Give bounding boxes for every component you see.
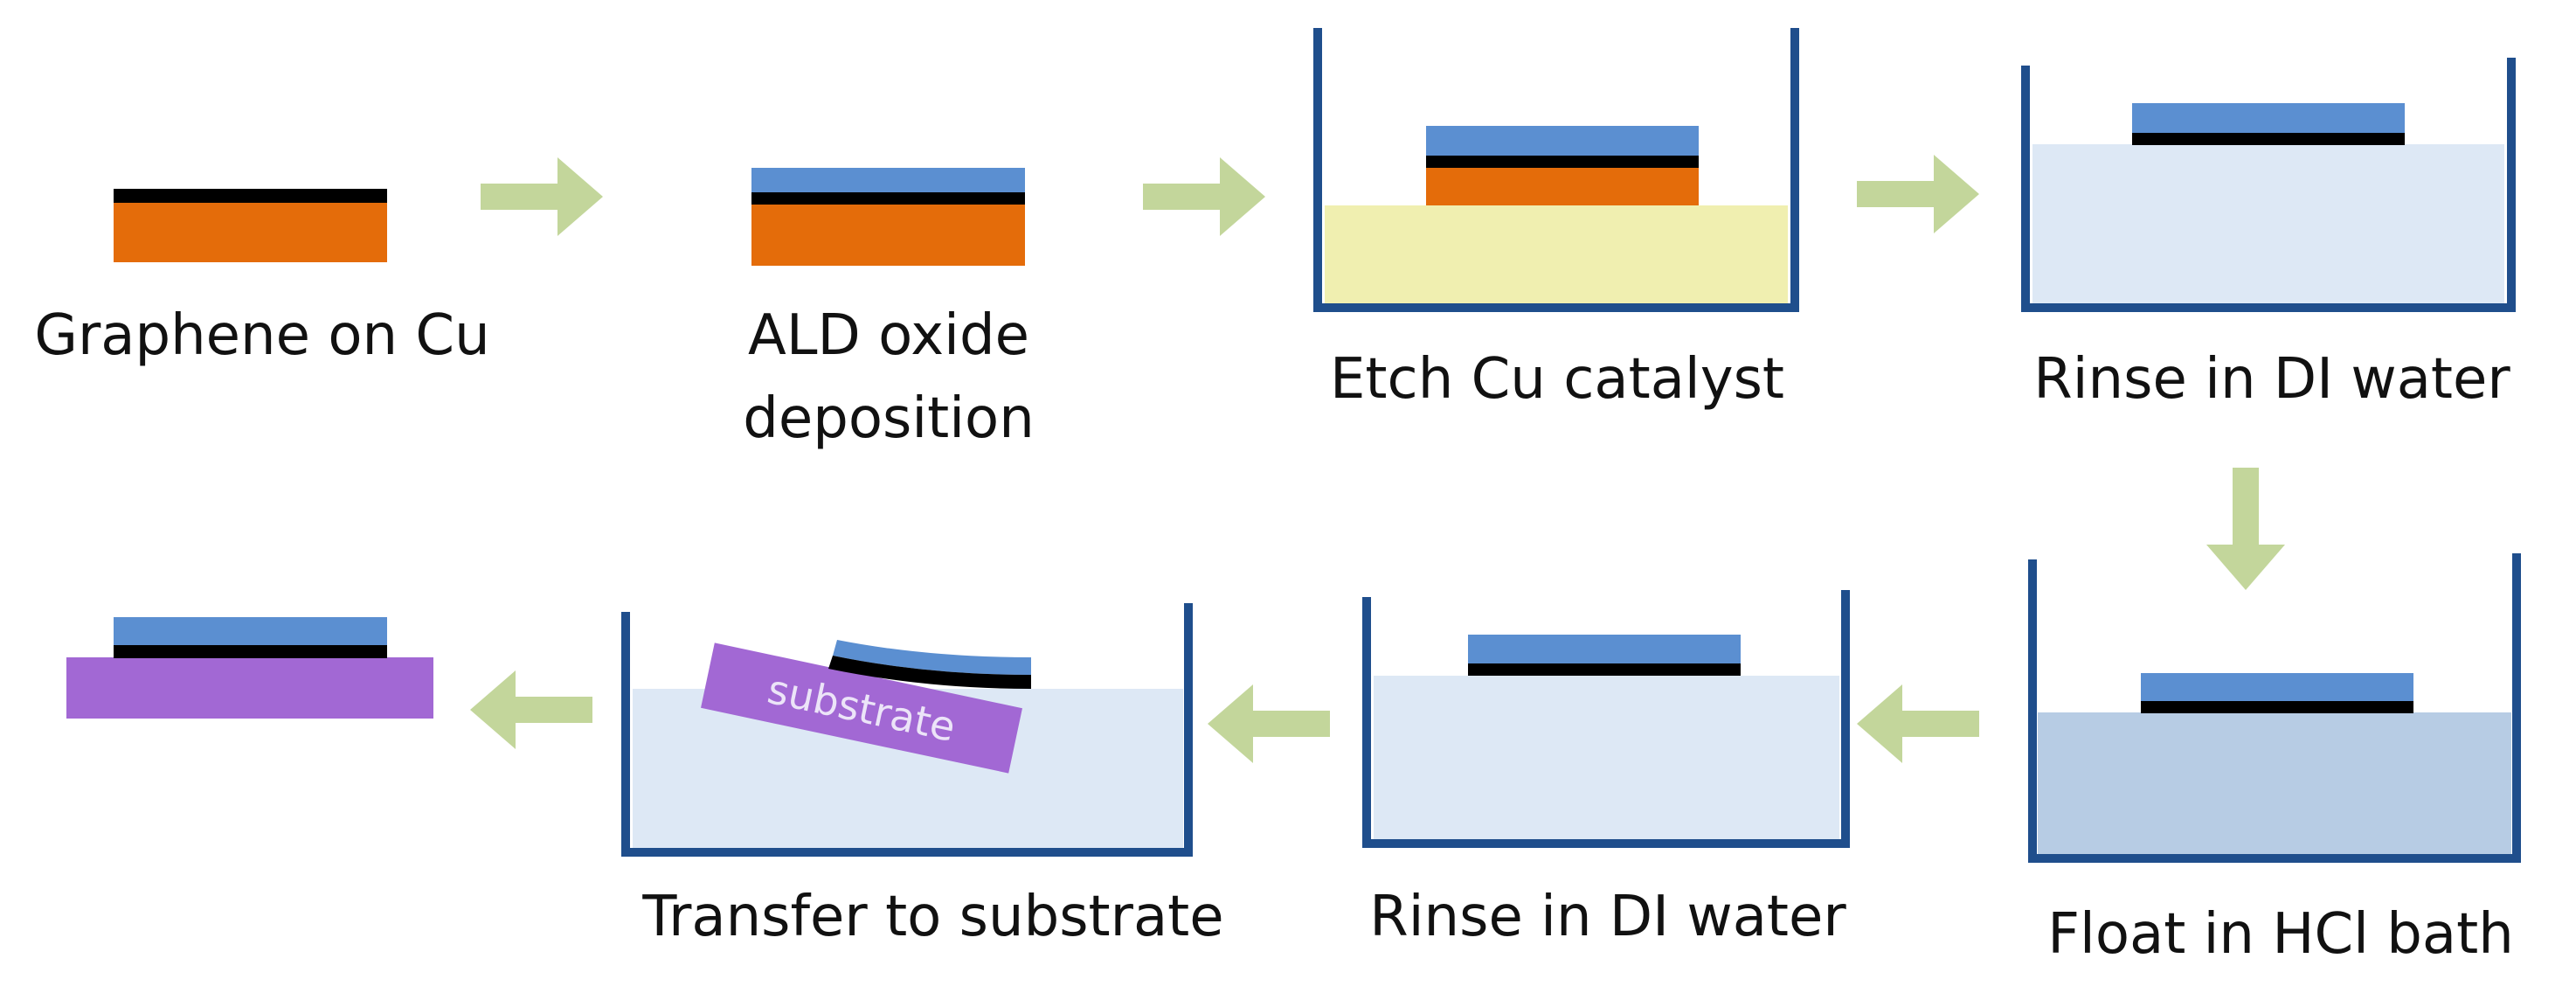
arrow-left-1 bbox=[1857, 684, 1979, 763]
etchant-liquid bbox=[1325, 205, 1788, 303]
arrow-left-2 bbox=[1208, 684, 1330, 763]
oxide-layer bbox=[1426, 126, 1699, 156]
step-etch-cu: Etch Cu catalyst bbox=[1313, 28, 1799, 412]
step-graphene-on-cu: Graphene on Cu bbox=[34, 189, 490, 368]
step-label-line-1: ALD oxide bbox=[748, 303, 1029, 368]
tank bbox=[621, 603, 1193, 857]
step-rinse-1: Rinse in DI water bbox=[2021, 58, 2516, 412]
graphene-layer bbox=[2141, 699, 2413, 713]
step-rinse-2: Rinse in DI water bbox=[1362, 590, 1850, 949]
hcl-bath bbox=[2038, 712, 2511, 855]
oxide-layer bbox=[2132, 103, 2405, 133]
arrow-shape bbox=[1208, 684, 1330, 763]
arrow-shape bbox=[481, 157, 603, 236]
substrate-plate bbox=[701, 642, 1022, 774]
di-water bbox=[1374, 676, 1839, 842]
curved-graphene-layer bbox=[828, 656, 1031, 689]
step-label: Rinse in DI water bbox=[2033, 347, 2510, 412]
arrow-shape bbox=[1857, 155, 1979, 233]
graphene-layer bbox=[1468, 662, 1741, 676]
graphene-layer bbox=[114, 643, 387, 658]
tank bbox=[2028, 553, 2521, 863]
copper-foil bbox=[114, 201, 387, 262]
graphene-layer bbox=[2132, 131, 2405, 145]
arrow-right-1 bbox=[481, 157, 603, 236]
di-water bbox=[2032, 144, 2504, 303]
copper-foil bbox=[751, 203, 1025, 266]
step-label-line-2: deposition bbox=[743, 386, 1035, 451]
arrow-left-3 bbox=[470, 670, 592, 749]
step-label: Float in HCl bath bbox=[2047, 902, 2514, 967]
step-final bbox=[66, 617, 433, 719]
graphene-layer bbox=[751, 191, 1025, 205]
curved-oxide-layer bbox=[833, 640, 1031, 675]
step-label: Graphene on Cu bbox=[34, 303, 489, 368]
arrow-right-3 bbox=[1857, 155, 1979, 233]
step-float-hcl: Float in HCl bath bbox=[2028, 553, 2521, 967]
copper-foil bbox=[1426, 166, 1699, 205]
step-transfer: substrate Transfer to substrate bbox=[621, 603, 1224, 949]
graphene-layer bbox=[114, 189, 387, 203]
oxide-layer bbox=[1468, 635, 1741, 663]
arrow-shape bbox=[2206, 468, 2285, 590]
step-ald-oxide: ALD oxide deposition bbox=[743, 168, 1035, 451]
oxide-layer bbox=[751, 168, 1025, 192]
step-label: Transfer to substrate bbox=[641, 885, 1223, 949]
oxide-layer bbox=[2141, 673, 2413, 701]
arrow-shape bbox=[1857, 684, 1979, 763]
graphene-layer bbox=[1426, 154, 1699, 168]
arrow-down bbox=[2206, 468, 2285, 590]
arrow-right-2 bbox=[1143, 157, 1265, 236]
arrow-shape bbox=[470, 670, 592, 749]
tank bbox=[2021, 58, 2516, 312]
step-label: Rinse in DI water bbox=[1369, 885, 1846, 949]
tank bbox=[1313, 28, 1799, 312]
arrow-shape bbox=[1143, 157, 1265, 236]
substrate-plate bbox=[66, 657, 433, 719]
step-label: Etch Cu catalyst bbox=[1330, 347, 1784, 412]
tank bbox=[1362, 590, 1850, 848]
oxide-layer bbox=[114, 617, 387, 645]
